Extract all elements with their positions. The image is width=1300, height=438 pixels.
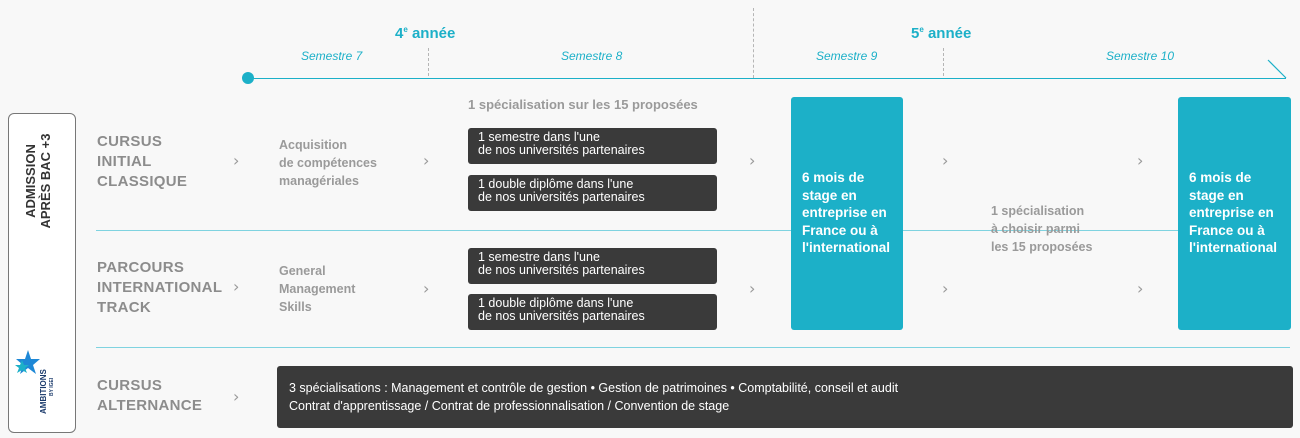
ambitions-logo: AMBITIONS BY IGEI <box>14 346 70 416</box>
chevron-icon: › <box>233 387 240 406</box>
alternance-specialisations: 3 spécialisations : Management et contrô… <box>289 381 899 395</box>
star-icon <box>15 350 40 374</box>
competences-international: General Management Skills <box>279 264 356 314</box>
row-separator-1 <box>96 230 1290 231</box>
row-label-cursus-initial: CURSUS INITIAL CLASSIQUE <box>97 133 188 190</box>
semester-9-label: Semestre 9 <box>816 49 878 63</box>
admission-panel <box>8 113 76 433</box>
chevron-icon: › <box>1137 151 1144 170</box>
admission-line1: ADMISSION <box>23 144 38 218</box>
chevron-icon: › <box>233 277 240 296</box>
logo-sub: BY IGEI <box>49 377 55 396</box>
timeline-start-dot <box>242 72 254 84</box>
admission-label: ADMISSION APRÈS BAC +3 <box>23 116 57 246</box>
timeline-line <box>250 78 1286 79</box>
row-label-cursus-alternance: CURSUS ALTERNANCE <box>97 377 203 414</box>
semester-7-label: Semestre 7 <box>301 49 363 63</box>
row-separator-2 <box>96 347 1290 348</box>
logo-text: AMBITIONS <box>39 369 48 414</box>
timeline-arrow-icon <box>1267 59 1287 79</box>
chevron-icon: › <box>942 151 949 170</box>
chevron-icon: › <box>233 151 240 170</box>
alternance-bar: 3 spécialisations : Management et contrô… <box>277 366 1293 428</box>
divider-year <box>753 8 754 78</box>
admission-line2: APRÈS BAC +3 <box>38 133 53 229</box>
divider-s9-s10 <box>943 48 944 76</box>
competences-initial: Acquisition de compétences managériales <box>279 138 377 188</box>
alternance-contracts: Contrat d'apprentissage / Contrat de pro… <box>289 399 730 413</box>
chevron-icon: › <box>423 279 430 298</box>
chevron-icon: › <box>423 151 430 170</box>
divider-s7-s8 <box>428 48 429 76</box>
year-4-heading: 4e année <box>395 25 456 42</box>
semester-10-label: Semestre 10 <box>1106 49 1175 63</box>
year-5-heading: 5e année <box>911 25 972 42</box>
chevron-icon: › <box>1137 279 1144 298</box>
chevron-icon: › <box>749 279 756 298</box>
specialisation-title: 1 spécialisation sur les 15 proposées <box>468 97 698 112</box>
chevron-icon: › <box>942 279 949 298</box>
chevron-icon: › <box>749 151 756 170</box>
row-label-parcours-international: PARCOURS INTERNATIONAL TRACK <box>97 259 223 316</box>
semester-8-label: Semestre 8 <box>561 49 623 63</box>
specialisation-choice: 1 spécialisation à choisir parmi les 15 … <box>991 204 1093 254</box>
